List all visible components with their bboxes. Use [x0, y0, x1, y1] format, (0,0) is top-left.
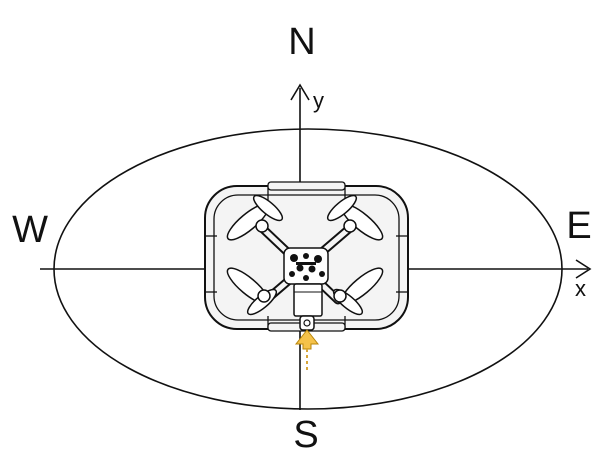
heading-arrow-icon	[294, 329, 320, 372]
quadcopter-drone-icon	[204, 181, 409, 332]
compass-north-label: N	[288, 21, 315, 63]
drone-body	[283, 247, 329, 285]
compass-west-label: W	[12, 209, 48, 251]
x-axis-label: x	[575, 276, 586, 301]
propeller-front-right	[326, 194, 384, 241]
x-axis-arrowhead	[575, 259, 592, 279]
compass-south-label: S	[293, 414, 318, 455]
propeller-rear-right	[332, 267, 384, 316]
y-axis-label: y	[313, 88, 324, 113]
propeller-front-left	[226, 194, 284, 241]
y-axis-arrowhead	[290, 83, 310, 101]
propeller-rear-left	[226, 267, 278, 316]
drone-tail-connector	[299, 315, 315, 331]
drone-battery	[293, 283, 323, 317]
compass-east-label: E	[566, 205, 591, 247]
